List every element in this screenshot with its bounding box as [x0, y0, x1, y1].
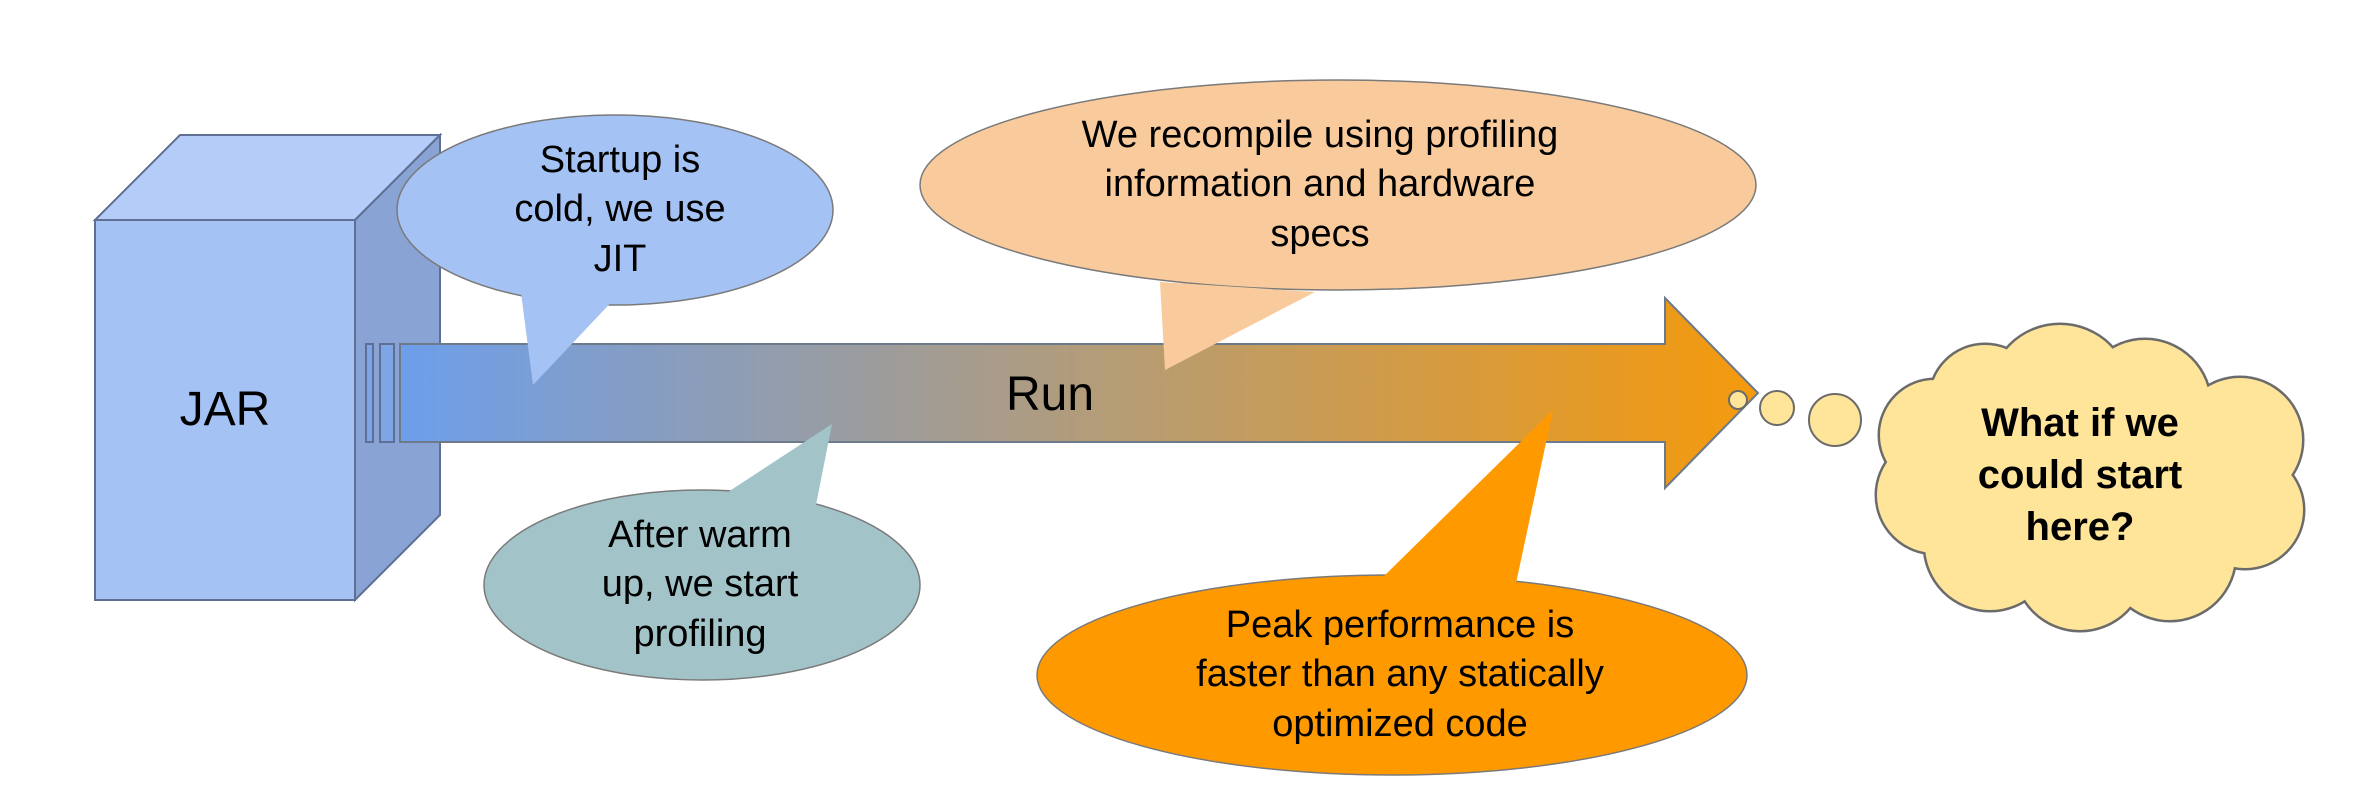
- run-label: Run: [1005, 367, 1095, 421]
- callout-peak-performance: [1036, 410, 1748, 776]
- callout-cold-jit-pointer: [520, 285, 620, 385]
- callout-cold-jit-text: Startup is cold, we use JIT: [514, 138, 726, 280]
- thought-dot-medium: [1759, 390, 1795, 426]
- callout-recompile-bubble: [919, 79, 1757, 291]
- run-arrow-stripe-1: [365, 343, 374, 443]
- thought-trail: [1728, 390, 1862, 447]
- callout-cold-jit-bubble: [396, 114, 834, 306]
- callout-peak-performance-text: Peak performance is faster than any stat…: [1196, 603, 1604, 745]
- thought-dot-large: [1808, 393, 1862, 447]
- callout-recompile: [919, 79, 1757, 370]
- callout-peak-performance-pointer: [1380, 410, 1553, 588]
- thought-dot-small: [1728, 390, 1748, 410]
- callout-warm-up-pointer: [728, 424, 832, 510]
- callout-cold-jit: [396, 114, 834, 385]
- jar-box: [92, 132, 443, 603]
- callout-warm-up-text: After warm up, we start profiling: [601, 513, 799, 655]
- run-arrow: [365, 295, 1760, 491]
- run-arrow-body: [399, 295, 1760, 491]
- callout-warm-up: [483, 424, 921, 681]
- callout-recompile-text: We recompile using profiling information…: [1081, 113, 1559, 255]
- jar-label: JAR: [179, 382, 271, 436]
- run-arrow-stripe-2: [379, 343, 395, 443]
- jar-box-front: [94, 219, 356, 601]
- thought-cloud: [1874, 322, 2306, 633]
- callout-recompile-pointer: [1160, 282, 1315, 370]
- callout-warm-up-bubble: [483, 489, 921, 681]
- thought-cloud-fill: [1877, 325, 2303, 630]
- thought-cloud-text: What if we could start here?: [1977, 401, 2183, 549]
